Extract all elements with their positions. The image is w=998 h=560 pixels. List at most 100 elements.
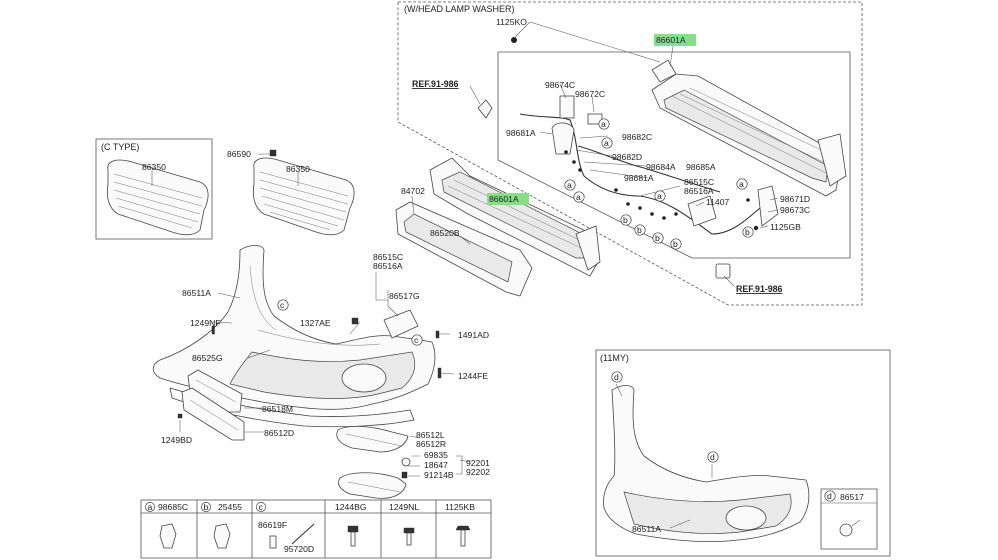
d-box bbox=[820, 488, 878, 550]
main-grille: 86590 86350 bbox=[227, 149, 355, 236]
callout-98673C: 98673C bbox=[780, 205, 810, 215]
d-box-marker: d bbox=[827, 491, 832, 501]
ctype-box: (C TYPE) 86350 bbox=[95, 138, 213, 240]
legend-marker-c: c bbox=[259, 502, 264, 512]
side-bracket: 86515C 86516A 86517G bbox=[373, 252, 420, 339]
svg-text:a: a bbox=[604, 138, 609, 148]
callout-98671D: 98671D bbox=[780, 194, 810, 204]
legend-part-1249NL: 1249NL bbox=[389, 502, 419, 512]
svg-text:b: b bbox=[623, 215, 628, 225]
washer-pump bbox=[687, 195, 717, 227]
callout-11407: 11407 bbox=[706, 197, 729, 207]
washer-beam bbox=[651, 59, 847, 197]
nozzle-bracket bbox=[559, 95, 575, 119]
fog-lamp-assy: 86512L 86512R 69835 18647 91214B 92201 9… bbox=[336, 426, 490, 499]
callout-86601A-mid-highlight bbox=[487, 193, 529, 205]
callout-91214B: 91214B bbox=[424, 470, 454, 480]
legend-part-95720D: 95720D bbox=[284, 544, 314, 554]
callout-98682C: 98682C bbox=[622, 132, 652, 142]
marker-d-2: d bbox=[710, 452, 715, 462]
callout-86511A: 86511A bbox=[182, 288, 211, 298]
svg-text:a: a bbox=[739, 179, 744, 189]
callout-1327AE: 1327AE bbox=[300, 318, 331, 328]
callout-86512L: 86512L bbox=[416, 430, 445, 440]
legend-part-1244BG: 1244BG bbox=[335, 502, 367, 512]
harness-95720D-icon bbox=[291, 523, 315, 545]
callout-86512D: 86512D bbox=[264, 428, 294, 438]
sensor-86619F-icon bbox=[269, 535, 277, 549]
clip-98685C-icon bbox=[159, 523, 177, 549]
svg-text:a: a bbox=[601, 119, 606, 129]
ctype-section-label: (C TYPE) bbox=[101, 142, 139, 152]
callout-86601A-mid: 86601A bbox=[489, 194, 519, 204]
washer-panel: (W/HEAD LAMP WASHER) 86601A bbox=[397, 1, 863, 306]
svg-text:a: a bbox=[657, 191, 662, 201]
callout-86518M: 86518M bbox=[262, 404, 293, 414]
callout-86350-c: 86350 bbox=[142, 162, 166, 172]
legend-part-86619F: 86619F bbox=[258, 520, 287, 530]
my11-section-label: (11MY) bbox=[600, 353, 629, 363]
svg-text:b: b bbox=[673, 239, 678, 249]
callout-86515C: 86515C bbox=[373, 252, 403, 262]
legend-part-25455: 25455 bbox=[218, 502, 242, 512]
callout-98685A: 98685A bbox=[686, 162, 716, 172]
ref-connector bbox=[715, 263, 731, 279]
my11-box: (11MY) d d 86511A d 86517 bbox=[595, 349, 891, 557]
svg-text:a: a bbox=[567, 180, 572, 190]
marker-c-1: c bbox=[280, 300, 285, 310]
callout-98674C: 98674C bbox=[545, 80, 575, 90]
svg-text:b: b bbox=[655, 233, 660, 243]
callout-86512R: 86512R bbox=[416, 439, 446, 449]
washer-section-label: (W/HEAD LAMP WASHER) bbox=[404, 4, 515, 14]
callout-86350: 86350 bbox=[286, 164, 310, 174]
callout-86516A-top: 86516A bbox=[684, 186, 714, 196]
legend-part-1125KB: 1125KB bbox=[445, 502, 475, 512]
lower-stiffeners: 86518M 86512D 1249BD bbox=[161, 369, 294, 445]
callout-86517G: 86517G bbox=[389, 291, 420, 301]
callout-98681A-a: 98681A bbox=[506, 128, 536, 138]
callout-1125GB: 1125GB bbox=[770, 222, 801, 232]
callout-1249BD: 1249BD bbox=[161, 435, 192, 445]
callout-1244FE: 1244FE bbox=[458, 371, 488, 381]
callout-86601A-top: 86601A bbox=[656, 35, 686, 45]
legend-part-98685C: 98685C bbox=[158, 502, 188, 512]
callout-86525G: 86525G bbox=[192, 353, 223, 363]
callout-86601A-top-highlight bbox=[654, 34, 696, 46]
callout-86590: 86590 bbox=[227, 149, 251, 159]
middle-beam: 86601A 84702 86520B bbox=[395, 157, 601, 297]
callout-86511A-11my: 86511A bbox=[632, 524, 661, 534]
nozzle-left bbox=[477, 99, 493, 119]
callout-1249NF: 1249NF bbox=[190, 318, 221, 328]
callout-84702: 84702 bbox=[401, 186, 425, 196]
ref-91-986-bottom: REF.91-986 bbox=[736, 284, 783, 294]
callout-98684A: 98684A bbox=[646, 162, 676, 172]
callout-18647: 18647 bbox=[424, 460, 448, 470]
ref-91-986-top: REF.91-986 bbox=[412, 79, 459, 89]
legend-marker-a: a bbox=[148, 502, 153, 512]
callout-98682D: 98682D bbox=[612, 152, 642, 162]
marker-d-1: d bbox=[614, 372, 619, 382]
screw-1249NL-icon bbox=[403, 527, 415, 546]
bolt-1125KB-icon bbox=[455, 525, 471, 547]
bolt-1244BG-icon bbox=[347, 525, 359, 547]
svg-text:b: b bbox=[745, 227, 750, 237]
svg-text:b: b bbox=[637, 225, 642, 235]
hose-holder bbox=[551, 122, 575, 155]
washer-markers: a a a a a a b b b b b bbox=[564, 118, 754, 250]
callout-86516A: 86516A bbox=[373, 261, 403, 271]
callout-69835: 69835 bbox=[424, 450, 448, 460]
washer-jet-right bbox=[757, 185, 779, 227]
marker-c-2: c bbox=[414, 335, 419, 345]
legend-marker-b: b bbox=[204, 502, 209, 512]
d-box-part: 86517 bbox=[840, 492, 864, 502]
callout-92202: 92202 bbox=[466, 467, 490, 477]
callout-92201: 92201 bbox=[466, 458, 490, 468]
callout-98681A-b: 98681A bbox=[624, 173, 654, 183]
callout-86515C-top: 86515C bbox=[684, 177, 714, 187]
legend-table: a 98685C b 25455 c 1244BG 1249NL 1125KB … bbox=[140, 499, 492, 559]
callout-1125KO: 1125KO bbox=[496, 17, 527, 27]
callout-1491AD: 1491AD bbox=[458, 330, 489, 340]
callout-98672C: 98672C bbox=[575, 89, 605, 99]
callout-86520B: 86520B bbox=[430, 228, 460, 238]
